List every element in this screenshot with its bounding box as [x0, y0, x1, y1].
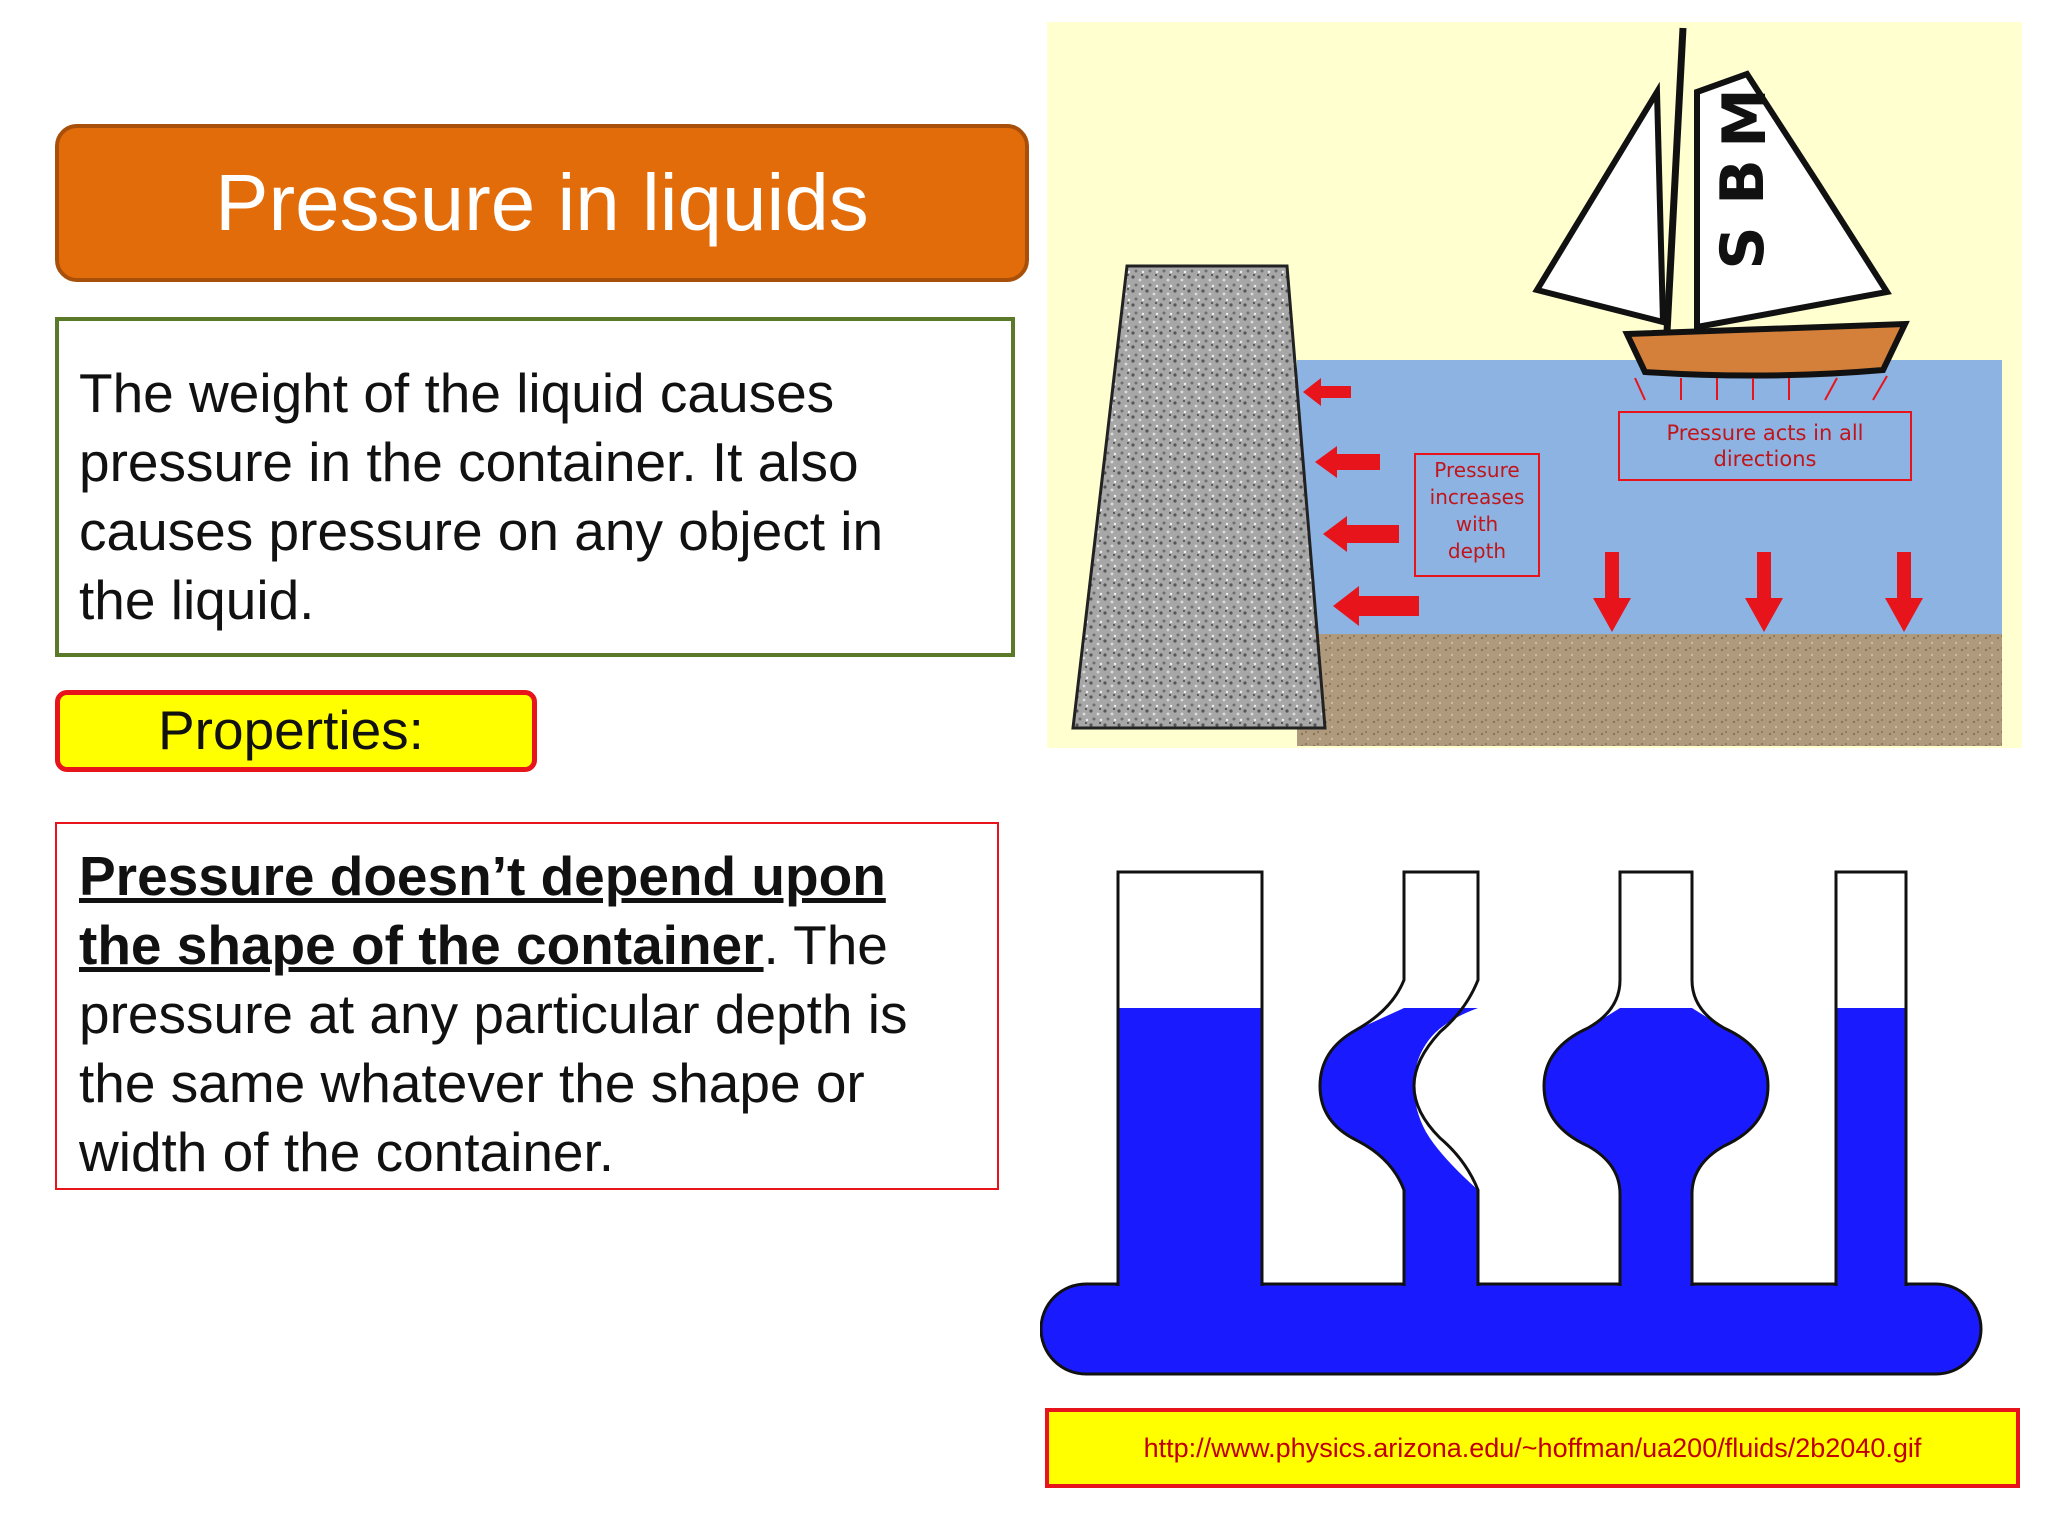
downward-pressure-arrows	[1593, 552, 1923, 632]
narrow-tube-outline	[1834, 870, 1908, 1286]
down-arrow	[1745, 552, 1783, 632]
main-sail	[1694, 70, 1892, 331]
pressure-arrow-small	[1303, 378, 1351, 406]
down-arrow	[1885, 552, 1923, 632]
pressure-arrow-large	[1323, 516, 1399, 552]
intro-line: the liquid.	[79, 569, 315, 631]
properties-label: Properties:	[158, 699, 424, 761]
dam-wall	[1071, 264, 1327, 730]
intro-line: pressure in the container. It also	[79, 431, 859, 493]
source-link-box: http://www.physics.arizona.edu/~hoffman/…	[1045, 1408, 2020, 1488]
pressure-arrow-medium	[1315, 446, 1380, 478]
sail-letter-m: M	[1710, 88, 1780, 148]
fact-line-2-rest: . The	[763, 914, 888, 976]
directions-label-line-1: Pressure acts in all	[1667, 421, 1864, 445]
vessel-liquid	[1040, 1008, 1983, 1376]
properties-label-box: Properties:	[55, 690, 537, 772]
fact-bold-line-2: the shape of the container	[79, 914, 764, 976]
down-arrow	[1593, 552, 1631, 632]
fact-line-3: pressure at any particular depth is	[79, 983, 908, 1045]
intro-line: The weight of the liquid causes	[79, 362, 835, 424]
depth-pressure-arrows	[1303, 378, 1419, 626]
liquid-bulb-tube	[1544, 1008, 1768, 1298]
page-title: Pressure in liquids	[215, 158, 869, 247]
dam-boat-diagram: Pressure increases with depth M B S Pres…	[1047, 22, 2022, 748]
connected-vessels-diagram	[1040, 870, 1983, 1376]
depth-label-line: increases	[1430, 485, 1525, 509]
hull-pressure-arrows	[1634, 375, 1888, 401]
hull	[1622, 320, 1910, 379]
fact-line-5: width of the container.	[79, 1121, 615, 1183]
pressure-arrow-largest	[1333, 586, 1419, 626]
sailboat: M B S	[1532, 27, 1910, 379]
base-reservoir	[1040, 1282, 1983, 1376]
depth-label-line: depth	[1448, 539, 1506, 563]
depth-label-box	[1414, 453, 1540, 577]
liquid-curved-tube	[1320, 1008, 1478, 1298]
intro-line: causes pressure on any object in	[79, 500, 884, 562]
fact-bold-line-1: Pressure doesn’t depend upon	[79, 845, 886, 907]
sail-letter-s: S	[1708, 226, 1778, 269]
curved-tube-outline	[1318, 870, 1480, 1286]
source-url[interactable]: http://www.physics.arizona.edu/~hoffman/…	[1143, 1432, 1922, 1463]
liquid-narrow-tube	[1836, 1008, 1906, 1298]
fact-line-4: the same whatever the shape or	[79, 1052, 865, 1114]
fact-text-box: Pressure doesn’t depend upon the shape o…	[55, 822, 999, 1190]
directions-label-line-2: directions	[1714, 447, 1817, 471]
depth-label-line: Pressure	[1434, 458, 1519, 482]
directions-label-box	[1618, 411, 1912, 481]
title-banner: Pressure in liquids	[55, 124, 1029, 282]
intro-text-box: The weight of the liquid causes pressure…	[55, 317, 1015, 657]
jib-sail	[1532, 81, 1667, 326]
liquid-wide-tube	[1118, 1008, 1262, 1298]
mast	[1663, 27, 1687, 333]
depth-label-line: with	[1456, 512, 1498, 536]
vessel-outlines	[1116, 870, 1908, 1286]
wide-tube-outline	[1116, 870, 1264, 1286]
sail-letter-b: B	[1708, 159, 1778, 205]
bulb-tube-outline	[1542, 870, 1770, 1286]
sea-bed	[1297, 634, 2002, 746]
